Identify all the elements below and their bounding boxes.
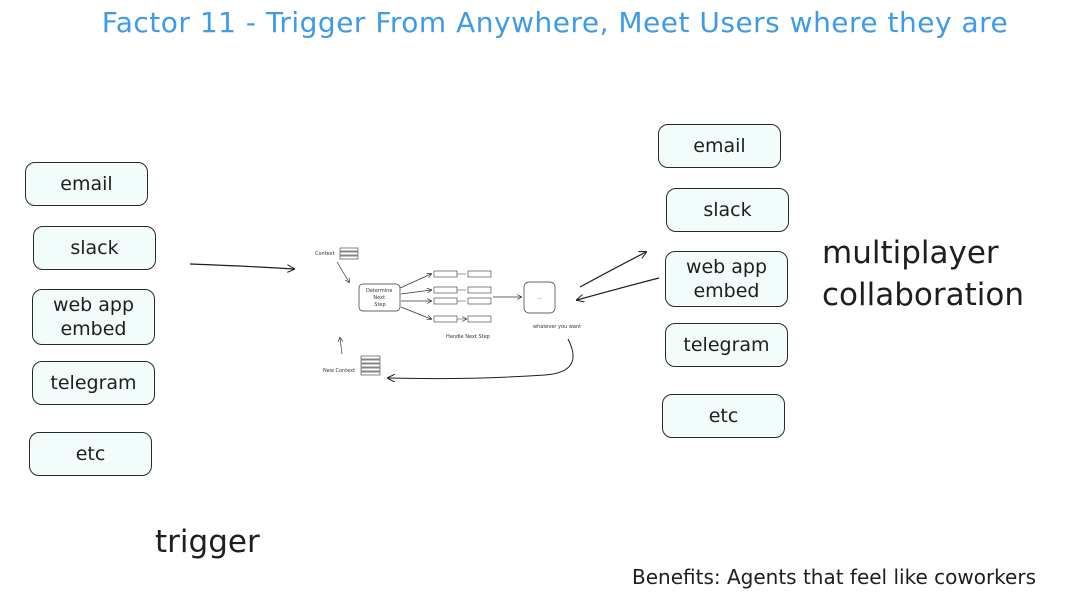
trigger-label: trigger (155, 524, 260, 560)
output-arrow-up (579, 252, 646, 288)
output-email-box: email (658, 124, 781, 168)
output-web-app-embed-label: web app embed (685, 256, 768, 302)
context-label: Context (315, 251, 335, 257)
output-etc-box: etc (662, 394, 785, 438)
output-slack-label: slack (703, 199, 752, 221)
output-web-app-embed-box: web app embed (665, 251, 788, 307)
handle-next-step-label: Handle Next Step (446, 334, 490, 340)
trigger-arrow (189, 263, 294, 269)
loop-back-arrow (388, 338, 574, 379)
handler-boxes (433, 270, 492, 322)
whatever-you-want-label: whatever you want (533, 324, 581, 330)
determine-next-step-label: Determine Next Step (366, 288, 394, 308)
trigger-slack-label: slack (70, 237, 119, 259)
trigger-web-app-embed-label: web app embed (52, 294, 135, 340)
determine-line-3: Step (374, 302, 385, 308)
output-arrow-back (577, 277, 660, 300)
new-context-stack (360, 355, 381, 376)
trigger-web-app-embed-box: web app embed (32, 289, 155, 345)
trigger-etc-box: etc (29, 432, 152, 476)
trigger-slack-box: slack (33, 226, 156, 270)
trigger-email-label: email (60, 173, 113, 195)
output-telegram-box: telegram (665, 323, 788, 367)
benefits-text: Benefits: Agents that feel like coworker… (632, 565, 1036, 589)
trigger-etc-label: etc (75, 443, 106, 465)
determine-next-step-box (358, 283, 401, 312)
multiplayer-collaboration-label: multiplayer collaboration (822, 235, 1024, 313)
new-context-label: New Context (323, 368, 355, 374)
determine-line-2: Next (373, 295, 385, 301)
output-telegram-label: telegram (683, 334, 770, 356)
output-email-label: email (693, 135, 746, 157)
trigger-email-box: email (25, 162, 148, 206)
whatever-box-label: ... (537, 295, 542, 301)
trigger-telegram-label: telegram (50, 372, 137, 394)
output-etc-label: etc (708, 405, 739, 427)
page-title: Factor 11 - Trigger From Anywhere, Meet … (101, 6, 1009, 39)
determine-line-1: Determine (366, 288, 392, 294)
trigger-telegram-box: telegram (32, 361, 155, 405)
output-slack-box: slack (666, 188, 789, 232)
context-stack (339, 247, 359, 260)
whatever-box (523, 281, 556, 314)
